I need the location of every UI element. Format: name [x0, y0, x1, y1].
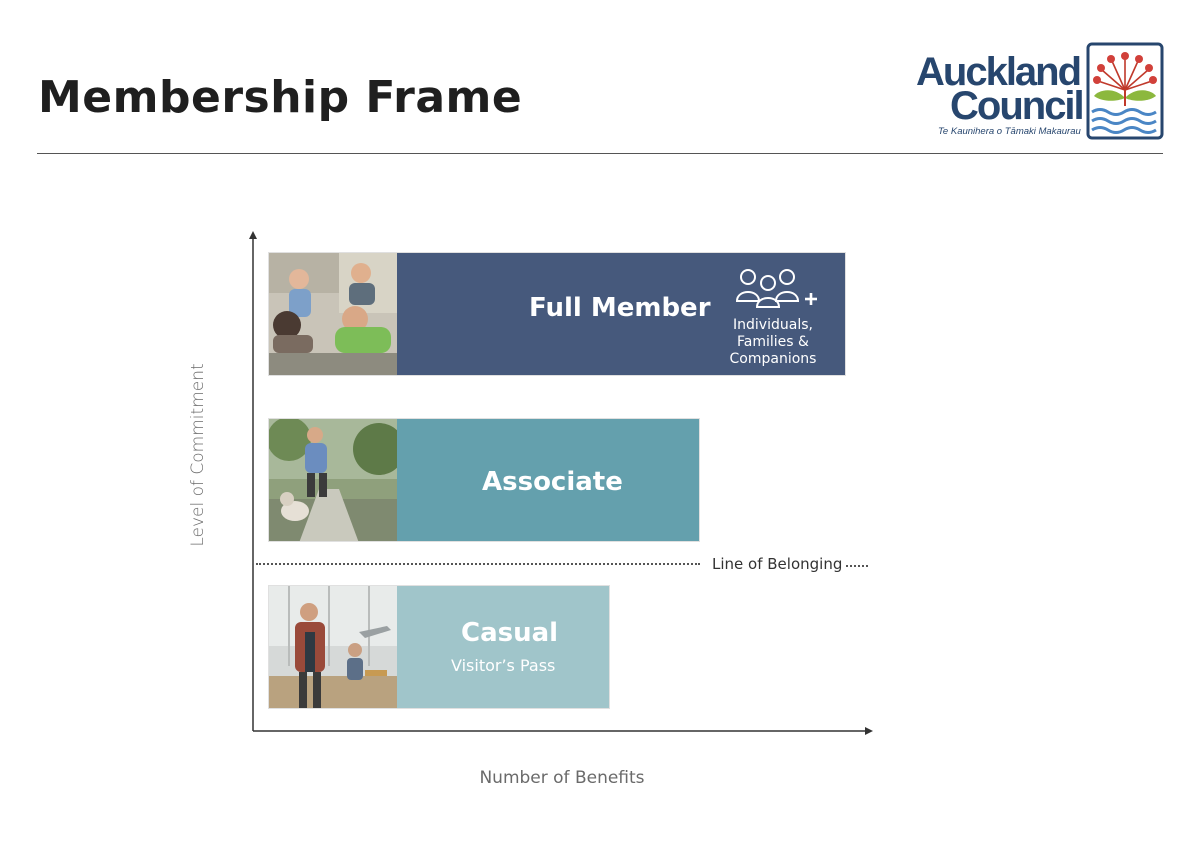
tier-subtitle: Visitor’s Pass	[451, 656, 556, 675]
auckland-council-logo: Auckland Council Te Kaunihera o Tāmaki M…	[916, 42, 1166, 142]
tier-name: Casual	[461, 618, 559, 648]
tier-casual-body: Casual Visitor’s Pass	[397, 586, 609, 708]
people-plus-icon	[735, 269, 817, 308]
full-member-audience: Individuals, Families & Companions	[709, 317, 837, 368]
audience-line: Companions	[729, 351, 817, 367]
logo-text-line2: Council	[950, 84, 1085, 128]
y-axis-label: Level of Commitment	[188, 363, 208, 547]
jogger-with-dog-photo	[269, 419, 397, 541]
line-of-belonging-tail	[846, 565, 868, 567]
tier-associate-body: Associate	[397, 419, 699, 541]
header-divider	[37, 153, 1163, 154]
tier-name: Full Member	[529, 293, 711, 323]
page-title: Membership Frame	[38, 72, 523, 123]
tier-full-member: Full Member Individuals, Families &	[268, 252, 846, 376]
logo-text-line1: Auckland	[916, 50, 1082, 94]
tier-full-member-body: Full Member Individuals, Families &	[397, 253, 845, 375]
x-axis-arrow-icon	[865, 727, 873, 735]
tier-associate: Associate	[268, 418, 700, 542]
airport-traveler-photo	[269, 586, 397, 708]
line-of-belonging-label: Line of Belonging	[712, 555, 843, 573]
line-of-belonging	[256, 563, 700, 565]
logo-tagline: Te Kaunihera o Tāmaki Makaurau	[938, 126, 1081, 137]
tier-name: Associate	[482, 467, 623, 497]
pohutukawa-emblem-icon	[1086, 42, 1164, 140]
tier-casual: Casual Visitor’s Pass	[268, 585, 610, 709]
audience-line: Families &	[737, 334, 809, 350]
x-axis-label: Number of Benefits	[479, 768, 645, 788]
audience-line: Individuals,	[733, 317, 813, 333]
y-axis-arrow-icon	[249, 231, 257, 239]
family-workout-photo	[269, 253, 397, 375]
